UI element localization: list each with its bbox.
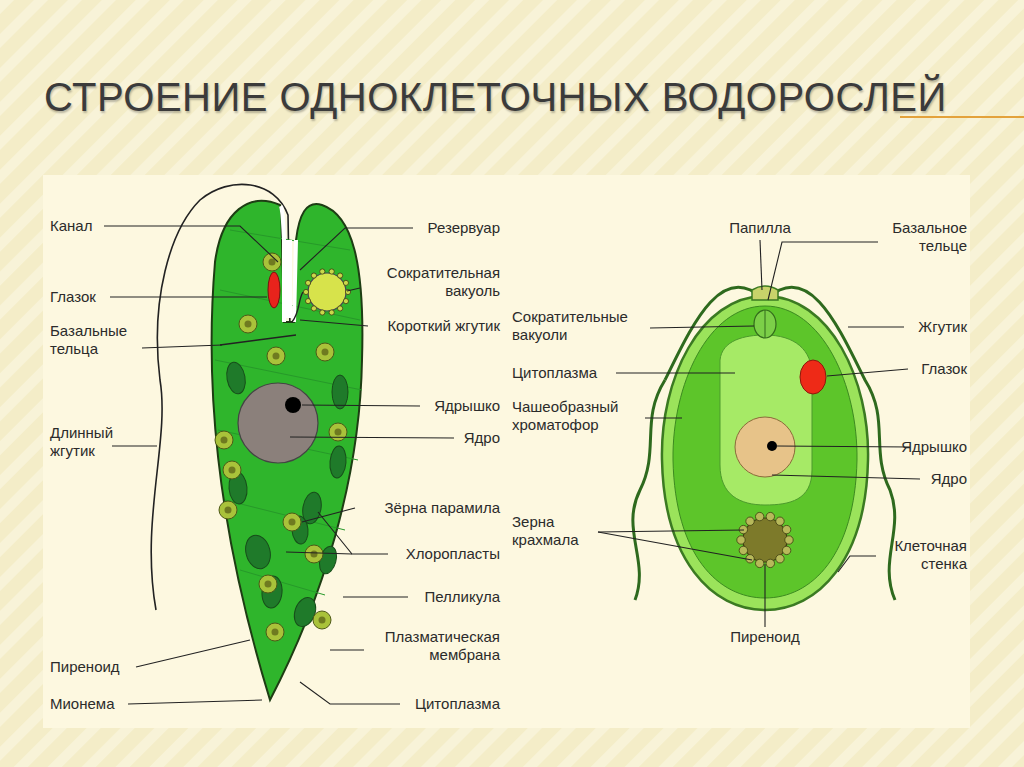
grain [303, 289, 308, 294]
grain [776, 555, 784, 563]
euglena [151, 184, 362, 700]
part-label: Сократительная вакуоль [364, 264, 500, 300]
leader-lines [104, 226, 920, 704]
part-label: Ядро [931, 470, 967, 488]
papilla [752, 286, 778, 300]
chlamydomonas [633, 286, 895, 610]
nucleolus [767, 441, 777, 451]
paramylon-grain [283, 513, 301, 531]
grain [337, 273, 342, 278]
eyespot [800, 360, 826, 394]
grain [343, 299, 348, 304]
reservoir [281, 206, 296, 322]
grain [776, 517, 784, 525]
grain [782, 525, 790, 533]
panel [43, 175, 970, 728]
pyrenoid [743, 518, 787, 562]
grain [755, 559, 763, 567]
part-label: Ядро [464, 429, 500, 447]
grain [746, 517, 754, 525]
part-label: Мионема [50, 695, 115, 713]
part-label: Цитоплазма [512, 364, 597, 382]
part-label: Цитоплазма [415, 695, 500, 713]
pellicle-stripes [215, 230, 362, 595]
nucleus [238, 383, 318, 463]
grain [320, 269, 325, 274]
grain [337, 306, 342, 311]
part-label: Жгутик [918, 318, 967, 336]
part-label: Короткий жгутик [387, 317, 500, 335]
part-label: Ядрышко [434, 397, 500, 415]
paramylon-grain [305, 545, 323, 563]
part-label: Чашеобразный хроматофор [512, 398, 642, 434]
part-label: Пелликула [424, 588, 500, 606]
paramylon-grain [239, 315, 257, 333]
chloroplast [242, 532, 274, 571]
part-label: Пиреноид [730, 628, 800, 646]
grain [766, 512, 774, 520]
flagellum-left [633, 380, 665, 600]
paramylon-grain [267, 347, 285, 365]
basal-bodies [220, 335, 296, 345]
part-label: Глазок [50, 288, 96, 306]
cell-wall [662, 296, 868, 610]
short-flagellum [292, 292, 303, 322]
part-label: Сократительные вакуоли [512, 308, 648, 344]
grain [311, 273, 316, 278]
contractile-vacuole [308, 273, 346, 311]
grain [737, 536, 745, 544]
part-label: Глазок [921, 360, 967, 378]
part-label: Канал [50, 217, 92, 235]
part-label: Пиреноид [50, 658, 120, 676]
part-label: Папилла [729, 219, 790, 237]
part-label: Ядрышко [901, 438, 967, 456]
part-label: Базальные тельца [50, 322, 145, 358]
paramylon-grain [316, 343, 334, 361]
grain [305, 299, 310, 304]
canal [286, 240, 292, 318]
chloroplast [332, 375, 348, 409]
chloroplast [329, 445, 348, 478]
euglena-body [212, 201, 363, 700]
grain [755, 512, 763, 520]
eyespot [268, 272, 280, 308]
slide-title: СТРОЕНИЕ ОДНОКЛЕТОЧНЫХ ВОДОРОСЛЕЙ [44, 74, 947, 120]
part-label: Базальное тельце [877, 219, 967, 255]
grain [329, 269, 334, 274]
grain [311, 306, 316, 311]
part-label: Хлоропласты [406, 545, 500, 563]
grain [343, 280, 348, 285]
nucleolus [285, 397, 301, 413]
paramylon-grain [223, 461, 241, 479]
contractile-vacuoles [754, 310, 776, 338]
paramylon-grain [219, 501, 237, 519]
part-label: Зёрна парамила [385, 499, 500, 517]
grain [739, 546, 747, 554]
part-label: Зерна крахмала [512, 513, 592, 549]
paramylon-grain [259, 575, 277, 593]
grain [329, 310, 334, 315]
part-label: Длинный жгутик [50, 424, 120, 460]
part-label: Клеточная стенка [877, 537, 967, 573]
paramylon-grain [266, 623, 284, 641]
cytoplasm [720, 335, 812, 505]
part-label: Резервуар [428, 219, 500, 237]
grain [320, 310, 325, 315]
grain [305, 280, 310, 285]
chromatophore [673, 306, 857, 598]
vacuole-divider [765, 310, 766, 338]
grain [782, 546, 790, 554]
paramylon-grain [215, 431, 233, 449]
chloroplast [224, 361, 247, 396]
part-label: Плазматическая мембрана [364, 628, 500, 664]
paramylon-grain [329, 423, 347, 441]
nucleus [735, 417, 795, 477]
grain [766, 559, 774, 567]
paramylon-grain [313, 611, 331, 629]
grain [785, 536, 793, 544]
